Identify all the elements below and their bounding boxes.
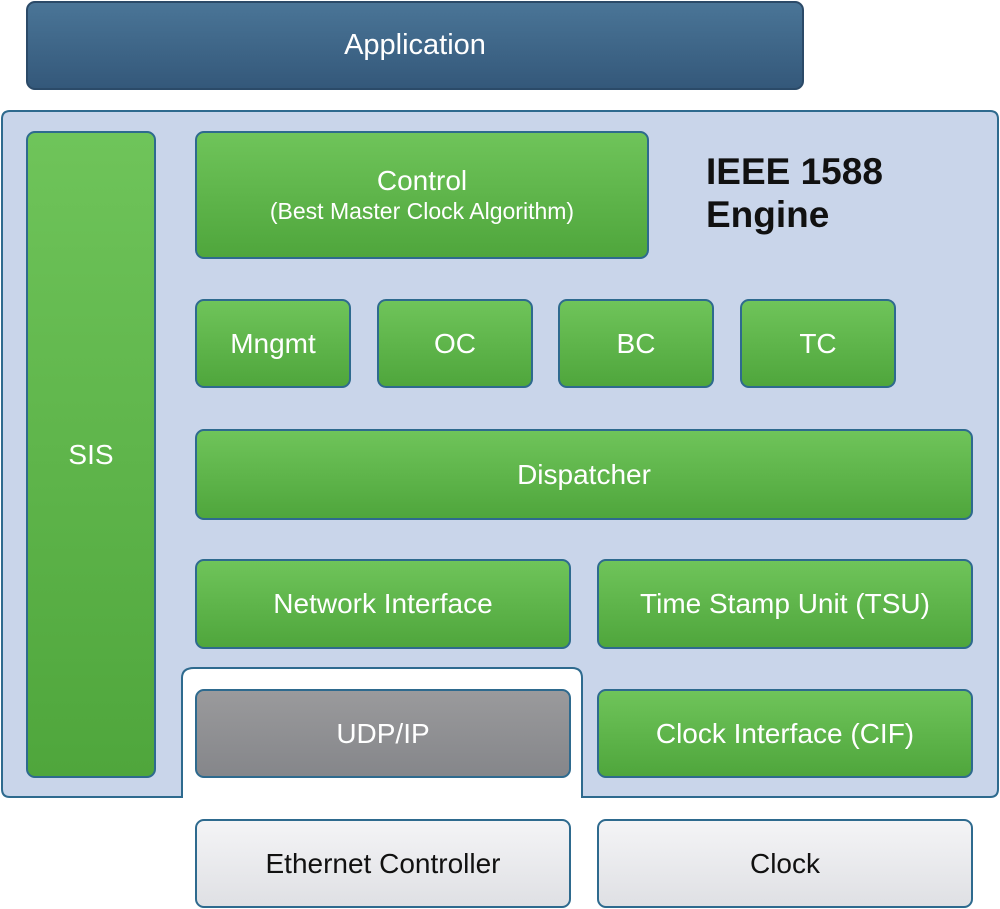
control-sublabel: (Best Master Clock Algorithm) — [269, 198, 575, 224]
oc-block: OC — [377, 299, 533, 388]
control-block: Control (Best Master Clock Algorithm) — [195, 131, 649, 259]
bc-block: BC — [558, 299, 714, 388]
mngmt-block: Mngmt — [195, 299, 351, 388]
tc-block: TC — [740, 299, 896, 388]
sis-block: SIS — [26, 131, 156, 778]
network-interface-block: Network Interface — [195, 559, 571, 649]
application-block: Application — [26, 1, 804, 90]
tsu-block: Time Stamp Unit (TSU) — [597, 559, 973, 649]
cif-block: Clock Interface (CIF) — [597, 689, 973, 778]
engine-title-line2: Engine — [706, 194, 830, 236]
udp-ip-block: UDP/IP — [195, 689, 571, 778]
engine-title: IEEE 1588 Engine — [706, 150, 936, 237]
ethernet-controller-block: Ethernet Controller — [195, 819, 571, 908]
dispatcher-block: Dispatcher — [195, 429, 973, 520]
clock-block: Clock — [597, 819, 973, 908]
engine-title-line1: IEEE 1588 — [706, 151, 883, 192]
control-label: Control — [376, 165, 468, 197]
